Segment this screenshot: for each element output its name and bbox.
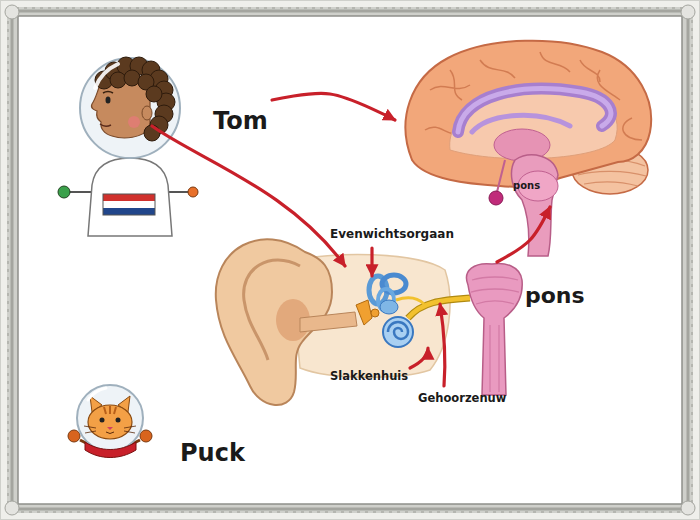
child-figure-part: [103, 201, 155, 208]
child-figure-part: [88, 158, 172, 236]
brainstem-figure-part: [490, 325, 499, 392]
ear-figure-part: [356, 300, 372, 325]
brainstem-figure: [467, 264, 523, 395]
cat-figure-part: [68, 430, 80, 442]
cat-figure-part: [104, 406, 116, 414]
cat-figure-part: [100, 418, 105, 423]
part-label: Slakkenhuis: [330, 370, 408, 383]
node-label: Tom: [213, 108, 268, 134]
picture-frame-part: [18, 16, 682, 504]
pointer-arrow-part: [152, 126, 345, 266]
cat-figure-part: [85, 442, 136, 458]
child-figure-part: [188, 187, 198, 197]
child-figure-part: [95, 57, 175, 141]
ear-figure-part: [383, 317, 413, 347]
connector-arrow: [497, 207, 550, 262]
brainstem-figure-part: [471, 277, 519, 304]
brain-node: pons: [395, 35, 653, 207]
child-figure-part: [103, 92, 113, 94]
child-figure-part: [100, 124, 111, 126]
child-figure-part-part: [110, 72, 126, 88]
child-figure-part: [103, 194, 155, 215]
pointer-arrow: [152, 126, 445, 386]
child-figure-part: [68, 191, 92, 193]
picture-frame-part: [681, 501, 695, 515]
child-figure-part: [168, 191, 190, 193]
part-label: Evenwichtsorgaan: [330, 228, 454, 241]
child-figure: [58, 57, 198, 236]
ear-figure-part: [300, 312, 357, 332]
child-figure-part: [58, 186, 70, 198]
part-label: Gehoorzenuw: [418, 392, 506, 405]
brain-figure-part: [458, 89, 611, 132]
brain-figure-part: [497, 160, 505, 192]
brainstem-node: pons: [455, 262, 595, 402]
connector-arrow: [272, 93, 395, 120]
child-figure-part: [80, 58, 180, 158]
child-figure-part-part: [146, 86, 162, 102]
picture-frame-part: [4, 4, 696, 516]
child-figure-part: [142, 106, 152, 120]
picture-frame-part: [8, 8, 692, 512]
cat-figure-part: [88, 388, 106, 400]
child-figure-part: [128, 116, 140, 128]
picture-frame-part: [12, 11, 688, 509]
pointer-arrow-part: [370, 248, 373, 276]
node-label: Puck: [180, 440, 245, 466]
child-figure-part: [103, 194, 155, 201]
brain-figure: [405, 41, 651, 256]
figure-node: Tom: [78, 58, 272, 240]
cat-figure-part: [84, 426, 136, 433]
brain-figure-part: [511, 155, 558, 256]
child-figure-part: [106, 97, 111, 104]
picture-frame-part: [5, 501, 19, 515]
picture-frame-part: [681, 5, 695, 19]
ear-figure-part: [371, 309, 379, 317]
cat-figure: [68, 385, 152, 458]
brain-figure-part: [458, 89, 611, 132]
ear-figure-part: [396, 298, 424, 304]
ear-figure-part: [388, 322, 408, 339]
picture-frame-part: [5, 5, 19, 19]
brain-figure-part: [489, 191, 503, 205]
child-figure-part-part: [124, 70, 140, 86]
child-figure-part: [95, 64, 118, 88]
node-label: pons: [525, 284, 585, 308]
ear-figure-part: [380, 300, 398, 314]
pointer-arrow-part: [440, 304, 445, 386]
cat-figure-part: [106, 432, 114, 434]
cat-figure-part: [77, 385, 143, 451]
child-figure-part: [103, 208, 155, 215]
cat-figure-part: [140, 430, 152, 442]
cat-figure-part: [116, 418, 121, 423]
brainstem-figure-part: [467, 264, 523, 395]
cat-figure-part: [107, 427, 113, 430]
node-label: pons: [513, 180, 540, 191]
pointer-arrow-part: [410, 348, 428, 368]
cat-figure-part: [88, 405, 132, 439]
figure-node: Puck: [65, 380, 250, 475]
